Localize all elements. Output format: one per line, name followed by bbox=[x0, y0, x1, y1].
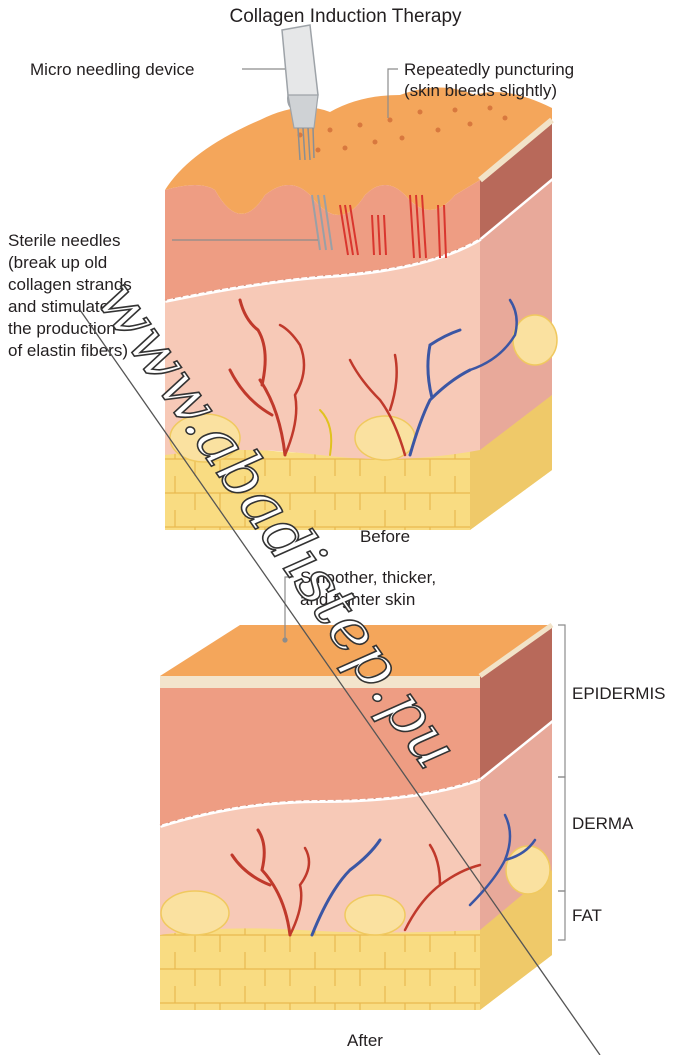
label-before: Before bbox=[300, 526, 470, 547]
label-sterile-needles-line4: and stimulate bbox=[8, 296, 109, 317]
diagram-title: Collagen Induction Therapy bbox=[0, 6, 691, 27]
label-derma: DERMA bbox=[572, 813, 633, 834]
label-sterile-needles-line5: the production bbox=[8, 318, 116, 339]
label-sterile-needles-line6: of elastin fibers) bbox=[8, 340, 128, 361]
after-skin-block bbox=[160, 625, 552, 1010]
label-repeatedly-puncturing-line1: Repeatedly puncturing bbox=[404, 59, 574, 80]
label-fat: FAT bbox=[572, 905, 602, 926]
label-sterile-needles-line1: Sterile needles bbox=[8, 230, 120, 251]
label-sterile-needles-line3: collagen strands bbox=[8, 274, 132, 295]
derma-bracket bbox=[558, 777, 565, 891]
label-smoother-line2: and tighter skin bbox=[300, 589, 415, 610]
before-skin-block bbox=[165, 88, 557, 531]
label-sterile-needles-line2: (break up old bbox=[8, 252, 107, 273]
label-smoother-line1: Smoother, thicker, bbox=[300, 567, 436, 588]
label-micro-needling-device: Micro needling device bbox=[30, 59, 194, 80]
layer-brackets bbox=[558, 625, 565, 940]
label-epidermis: EPIDERMIS bbox=[572, 683, 666, 704]
fat-bracket bbox=[558, 891, 565, 940]
epidermis-bracket bbox=[558, 625, 565, 777]
label-after: After bbox=[290, 1030, 440, 1051]
label-repeatedly-puncturing-line2: (skin bleeds slightly) bbox=[404, 80, 557, 101]
